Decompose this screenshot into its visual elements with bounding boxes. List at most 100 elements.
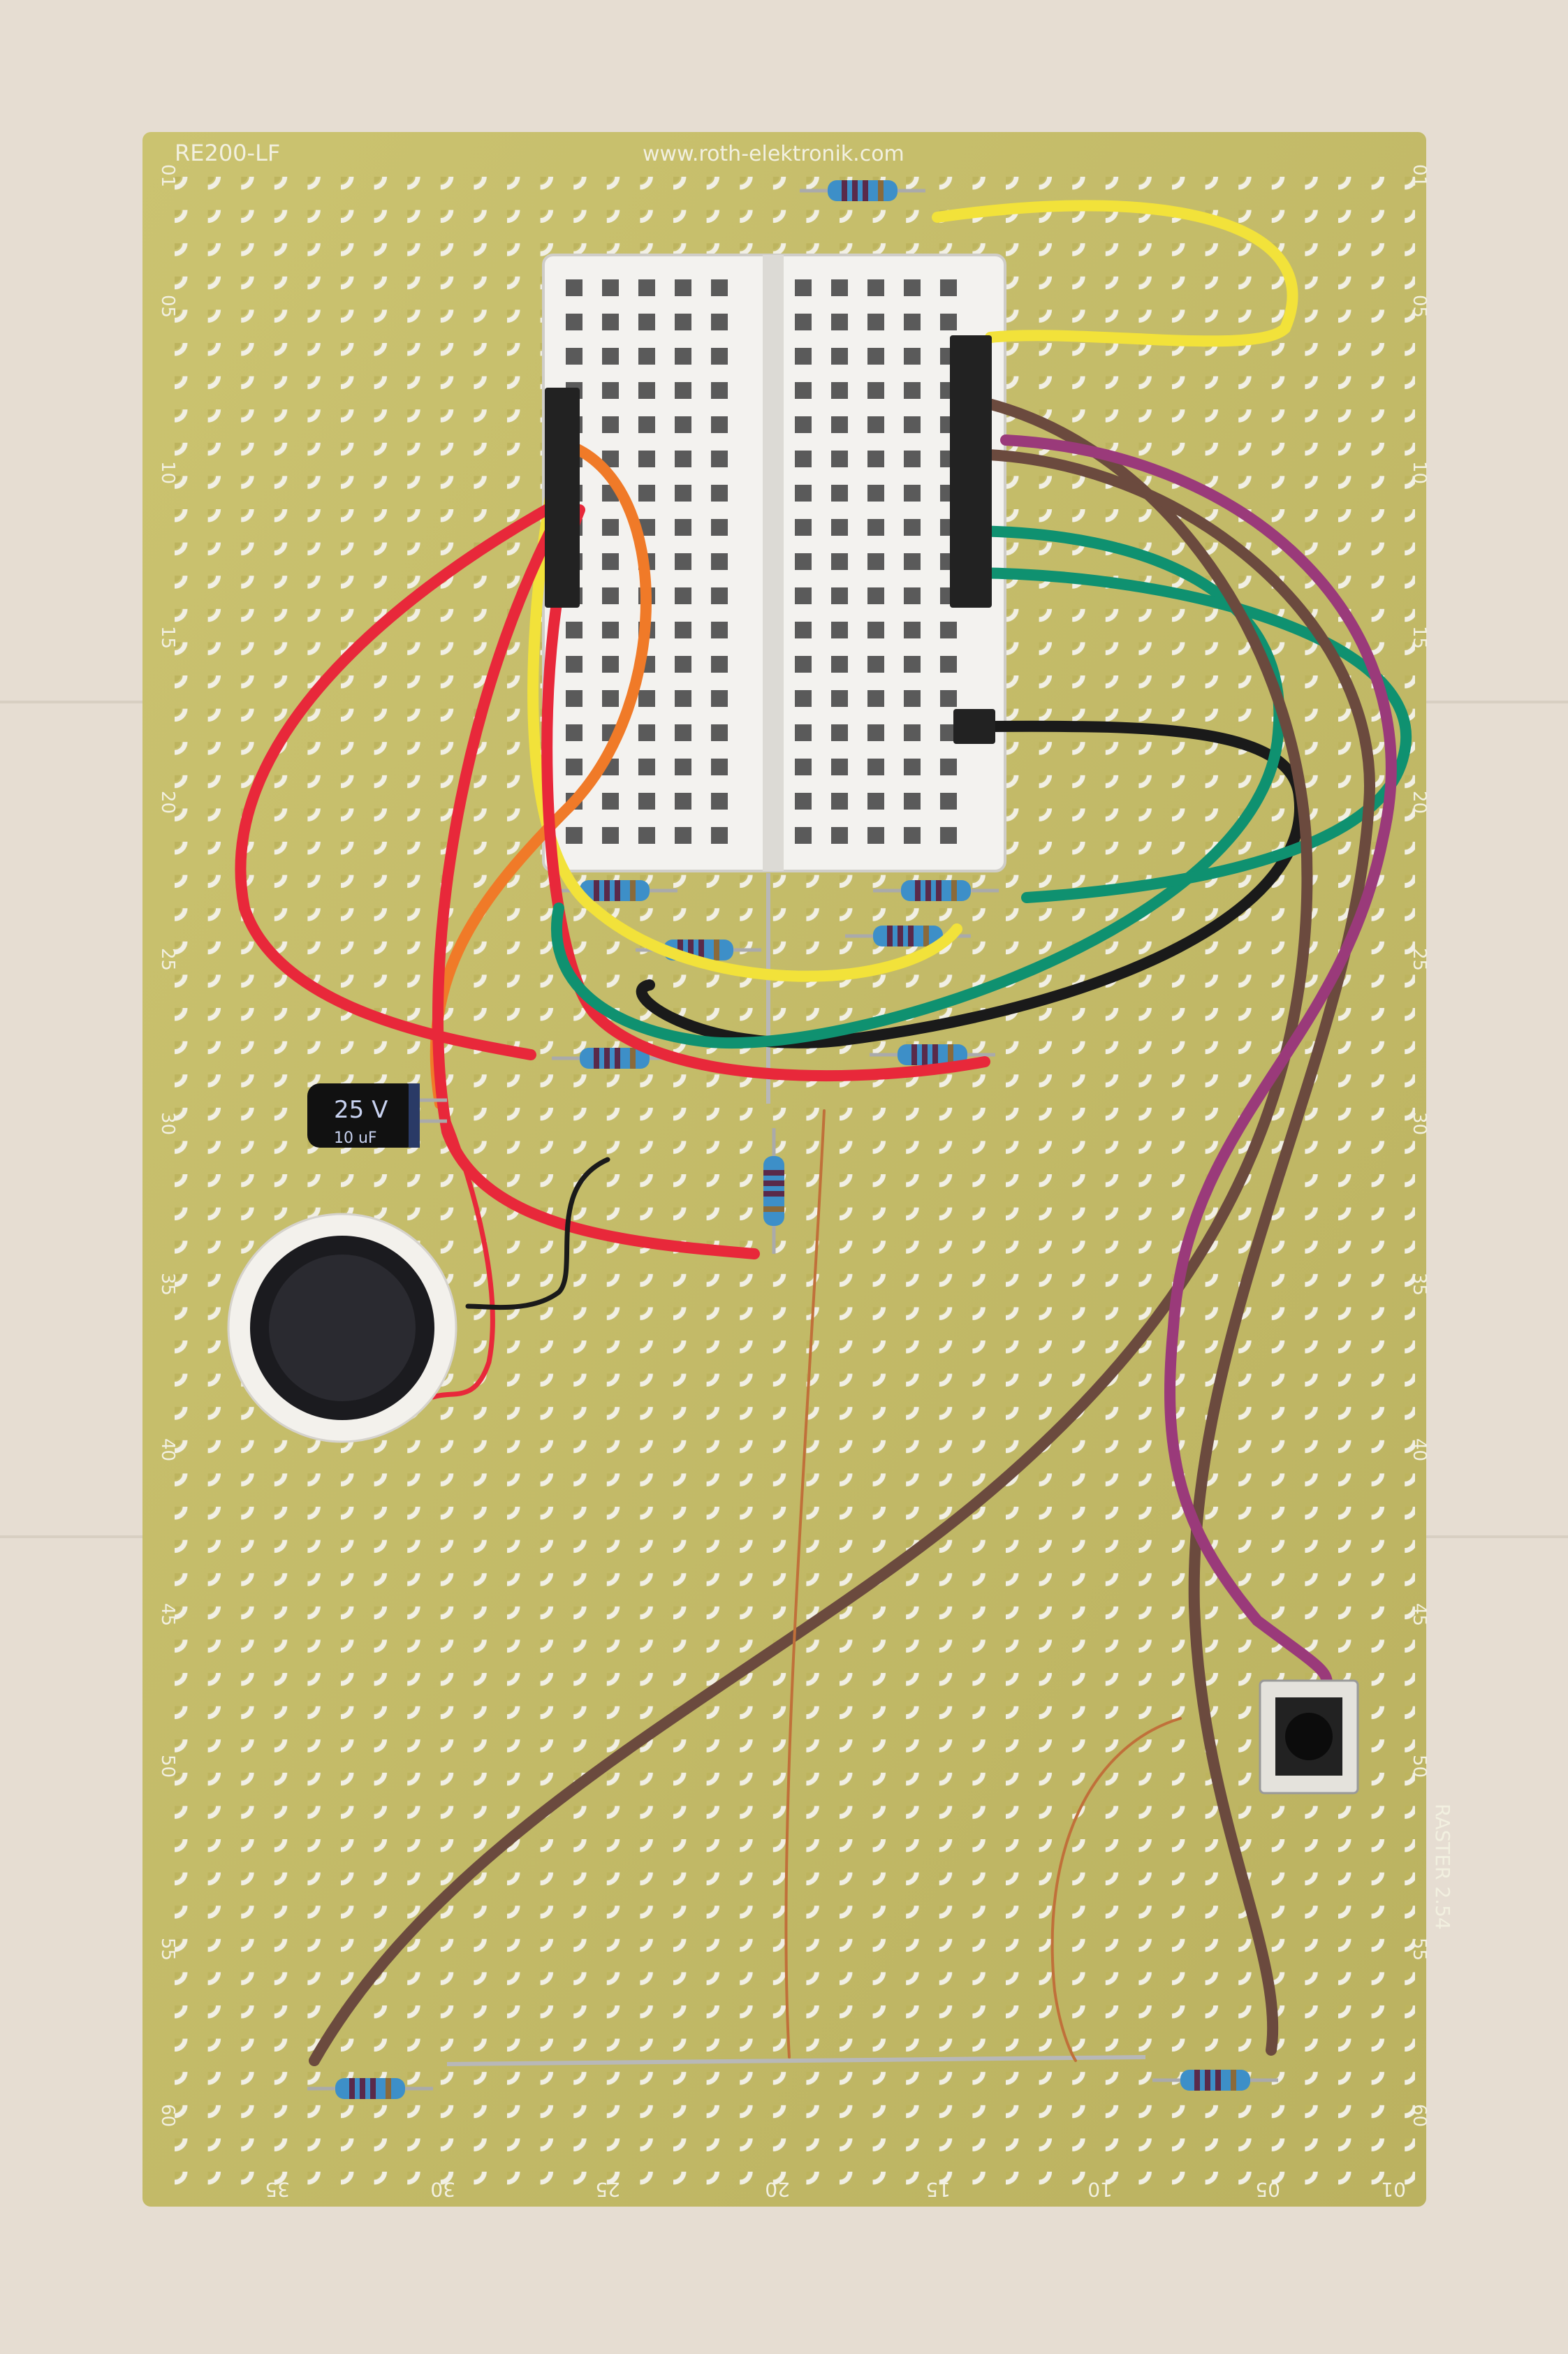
row-label: 40 <box>1409 1438 1430 1461</box>
breadboard-hole <box>795 759 812 775</box>
resistor <box>1152 2070 1278 2091</box>
breadboard-hole <box>602 553 619 570</box>
breadboard-hole <box>940 656 957 673</box>
breadboard-hole <box>867 382 884 399</box>
breadboard-hole <box>940 827 957 844</box>
column-label: 05 <box>1255 2178 1280 2201</box>
breadboard-hole <box>711 416 728 433</box>
breadboard-hole <box>831 314 848 330</box>
breadboard-hole <box>711 314 728 330</box>
resistor <box>873 880 999 901</box>
breadboard-hole <box>904 416 921 433</box>
breadboard-hole <box>566 279 582 296</box>
breadboard-hole <box>831 690 848 707</box>
breadboard-hole <box>675 622 691 638</box>
breadboard-hole <box>711 519 728 536</box>
breadboard-hole <box>602 314 619 330</box>
speaker <box>227 1213 457 1443</box>
capacitor-capacitance: 10 uF <box>334 1130 377 1147</box>
breadboard-hole <box>795 690 812 707</box>
breadboard-hole <box>675 759 691 775</box>
resistor <box>800 180 925 201</box>
breadboard-hole <box>904 348 921 365</box>
column-label: 25 <box>595 2178 620 2201</box>
breadboard-hole <box>638 690 655 707</box>
breadboard-hole <box>904 451 921 467</box>
breadboard-hole <box>795 451 812 467</box>
breadboard-hole <box>867 759 884 775</box>
row-label: 25 <box>1409 948 1430 971</box>
row-label: 05 <box>157 295 178 318</box>
breadboard-hole <box>602 690 619 707</box>
breadboard-hole <box>675 314 691 330</box>
breadboard-hole <box>831 348 848 365</box>
breadboard-hole <box>566 690 582 707</box>
wire-green-1 <box>550 525 1285 1049</box>
bus-wire <box>446 2055 1146 2066</box>
breadboard-hole <box>904 622 921 638</box>
breadboard-hole <box>831 827 848 844</box>
breadboard-hole <box>831 622 848 638</box>
breadboard-hole <box>795 279 812 296</box>
breadboard-hole <box>940 690 957 707</box>
breadboard-hole <box>904 279 921 296</box>
breadboard-hole <box>602 348 619 365</box>
header-pins <box>545 335 995 744</box>
breadboard-hole <box>566 759 582 775</box>
breadboard-hole <box>602 416 619 433</box>
row-label: 10 <box>157 461 178 484</box>
breadboard-hole <box>675 348 691 365</box>
wire-brown-1 <box>309 393 1313 2066</box>
breadboard-hole <box>867 587 884 604</box>
breadboard-hole <box>711 724 728 741</box>
row-label: 55 <box>157 1938 178 1961</box>
breadboard-hole <box>831 519 848 536</box>
breadboard-hole <box>795 553 812 570</box>
capacitor-voltage: 25 V <box>334 1096 388 1124</box>
raster-label: RASTER 2.54 <box>1431 1804 1454 1930</box>
column-label: 20 <box>765 2178 790 2201</box>
column-label: 10 <box>1087 2178 1113 2201</box>
breadboard-hole <box>867 485 884 502</box>
breadboard-hole <box>904 485 921 502</box>
row-label: 35 <box>157 1273 178 1296</box>
breadboard-hole <box>711 348 728 365</box>
breadboard-hole <box>904 587 921 604</box>
resistor <box>763 1128 784 1254</box>
breadboard-hole <box>867 690 884 707</box>
row-label: 10 <box>1409 461 1430 484</box>
wire-black <box>636 720 1305 1048</box>
breadboard-hole <box>638 793 655 810</box>
push-button[interactable] <box>1259 1679 1359 1794</box>
breadboard-hole <box>795 793 812 810</box>
row-label: 20 <box>157 791 178 814</box>
column-label: 01 <box>1381 2178 1406 2201</box>
breadboard-hole <box>711 622 728 638</box>
breadboard-hole <box>940 314 957 330</box>
breadboard-hole <box>602 656 619 673</box>
wire-red-2 <box>432 483 760 1259</box>
breadboard-hole <box>638 827 655 844</box>
breadboard-hole <box>867 279 884 296</box>
breadboard-hole <box>795 382 812 399</box>
breadboard-hole <box>867 827 884 844</box>
breadboard-hole <box>638 279 655 296</box>
breadboard-hole <box>711 451 728 467</box>
breadboard-hole <box>831 656 848 673</box>
row-label: 35 <box>1409 1273 1430 1296</box>
row-label: 60 <box>157 2104 178 2127</box>
breadboard-hole <box>711 690 728 707</box>
row-label: 50 <box>1409 1755 1430 1778</box>
row-label: 50 <box>157 1755 178 1778</box>
breadboard-hole <box>831 416 848 433</box>
breadboard-hole <box>831 279 848 296</box>
breadboard-hole <box>675 690 691 707</box>
breadboard-hole <box>940 759 957 775</box>
breadboard-hole <box>940 793 957 810</box>
breadboard-hole <box>711 793 728 810</box>
board-website: www.roth-elektronik.com <box>643 142 904 166</box>
breadboard-hole <box>904 314 921 330</box>
breadboard-hole <box>867 416 884 433</box>
breadboard-hole <box>867 793 884 810</box>
